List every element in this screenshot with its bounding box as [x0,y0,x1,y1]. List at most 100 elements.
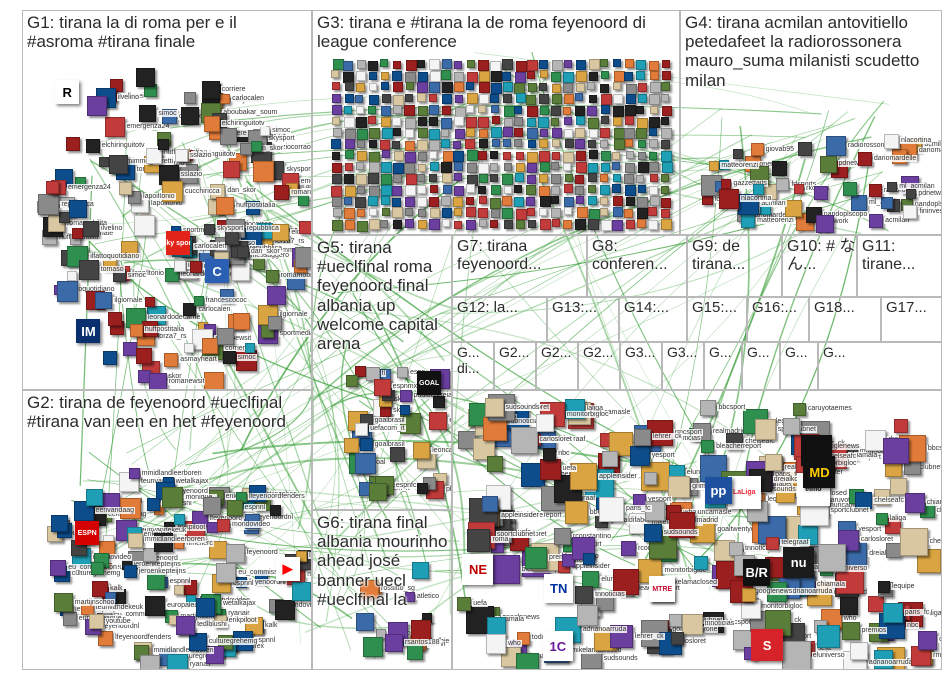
graph-node [904,492,925,513]
graph-node [466,220,477,231]
node-label: adrianoarruda [581,625,628,633]
node-label: goaltwentyone [716,526,764,534]
graph-node [601,451,618,468]
graph-node [332,59,344,71]
graph-node [613,128,625,140]
graph-node [381,174,393,186]
graph-node [440,129,449,138]
graph-node [538,207,547,216]
graph-node [457,596,472,611]
node-label: leoncatalan [431,446,451,454]
graph-node [564,93,575,104]
graph-node [540,218,552,230]
node-label: mondovideo [91,553,133,561]
graph-node [489,94,499,104]
graph-node [467,163,477,174]
graph-node [551,196,560,205]
node-label: martijnschoo [73,598,116,606]
group-label-small-6: G... [709,344,732,360]
graph-node [526,94,537,105]
node-label: dariomardelle [872,155,918,163]
graph-node [648,60,659,71]
graph-node [700,454,728,482]
graph-node [587,117,599,129]
graph-node [393,82,404,93]
graph-node [600,105,610,115]
node-label: ilfattoquotidiano [89,252,141,260]
graph-node [417,117,427,127]
graph-node [346,375,359,388]
graph-node [883,438,910,465]
node-label: nuncamasle [692,508,733,516]
node-label: nuncamasle [828,501,869,509]
graph-node [50,560,67,577]
node-label: mmidlandleerboren [140,469,203,477]
graph-node [343,105,352,114]
graph-node [552,60,564,72]
graph-node [332,162,343,173]
node-label: corriere [220,86,247,94]
graph-node [222,351,236,365]
graph-node [893,419,908,434]
graph-node [564,207,573,216]
br-logo: B/R [743,559,771,587]
group-label-g9: G9: de tirana... [692,238,746,274]
graph-node [405,128,415,138]
graph-node [466,60,475,69]
graph-node [636,127,648,139]
node-label: ilvelino [116,94,141,102]
node-label: francescococ [300,183,311,191]
node-label: premios [548,553,575,561]
node-label: espnnl [231,579,255,587]
graph-node [251,141,263,153]
node-label: uefa [561,465,578,473]
graph-node [344,162,353,171]
graph-node [148,373,167,389]
graph-node [331,94,341,104]
graph-node [429,71,441,83]
node-label: culturegrehemg [207,637,259,645]
node-label: carlocalen [193,242,228,250]
graph-node [416,93,426,103]
graph-node [527,105,539,117]
graph-node [719,189,739,210]
graph-node [575,219,587,231]
graph-node [515,652,539,669]
graph-node [417,163,426,172]
graph-node [694,555,709,570]
graph-node [881,197,894,210]
group-panel-g8: G8: conferen... [587,235,687,297]
graph-node [173,260,186,273]
graph-node [393,163,405,175]
graph-node [220,128,238,146]
graph-node [491,127,503,139]
graph-node [648,161,659,172]
graph-node [381,72,390,81]
graph-node [417,81,429,93]
graph-node [380,196,390,206]
graph-node [918,630,938,650]
graph-node [538,139,548,148]
graph-node [916,548,941,573]
node-label: matteorenzi [720,161,759,169]
graph-node [661,209,671,219]
node-label: gazzettaits [732,180,768,188]
graph-node [637,162,649,174]
graph-node [701,440,715,454]
graph-node [393,151,404,162]
node-label: goalbrasil [373,440,406,448]
graph-node [392,140,401,149]
graph-node [489,174,498,183]
graph-node [612,81,621,90]
node-label: grimaldifaber [608,517,652,525]
graph-node [428,105,439,116]
graph-node [551,71,562,82]
node-label: googlenews [753,587,794,595]
graph-node [754,419,776,441]
graph-node [381,150,390,159]
graph-node [66,270,77,281]
node-label: skysport [267,135,296,143]
node-label: yesport [650,451,676,459]
graph-node [589,128,599,138]
graph-node [553,528,571,546]
